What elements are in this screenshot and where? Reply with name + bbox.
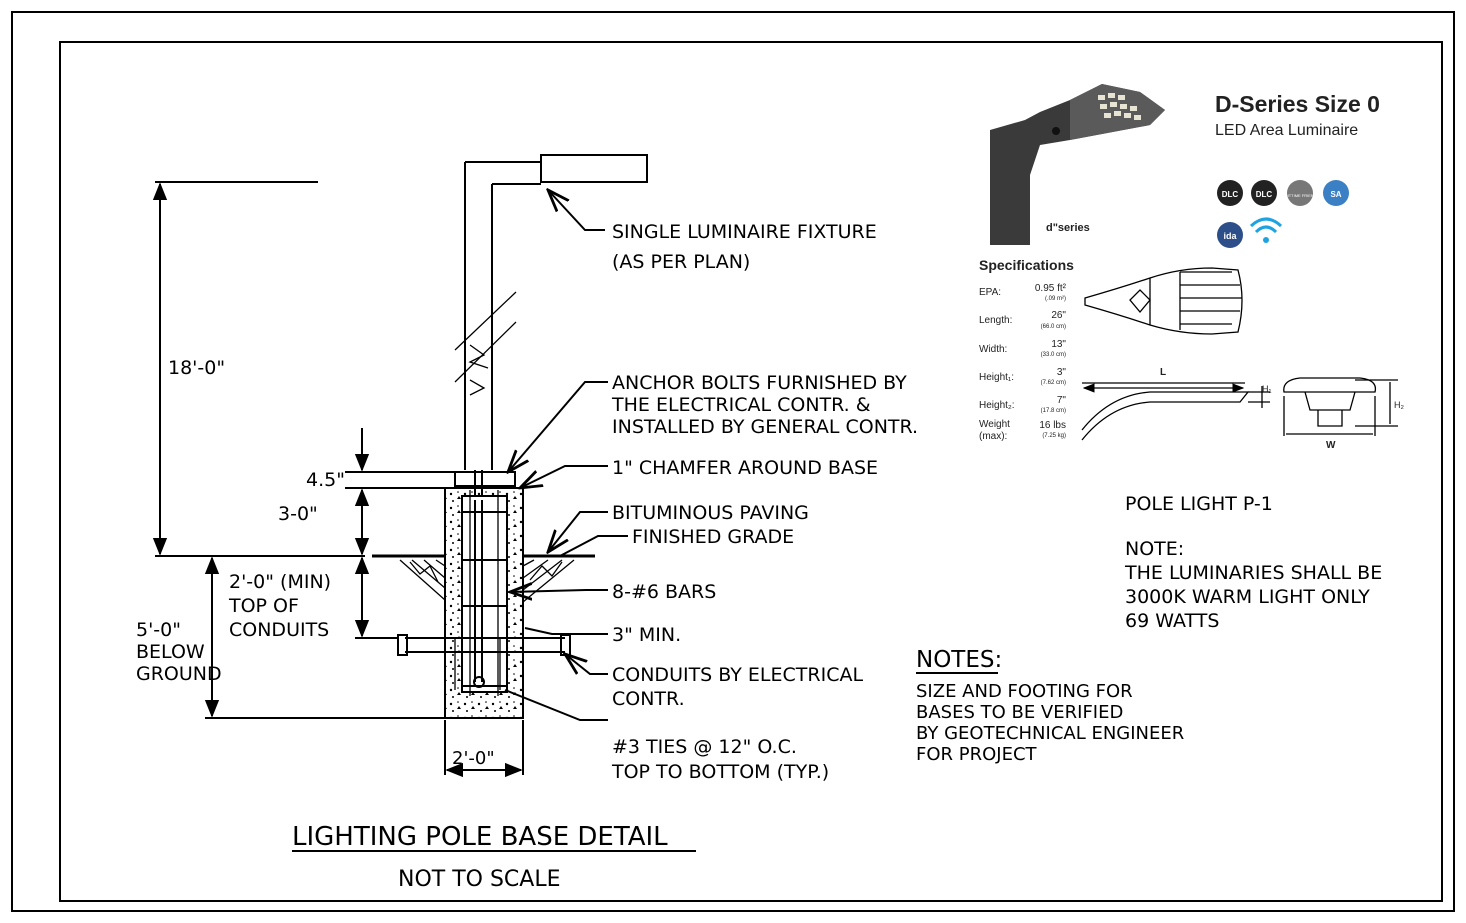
svg-text:DLC: DLC bbox=[1256, 190, 1273, 199]
dim-below-2: BELOW bbox=[136, 641, 205, 663]
luminaire-fixture-head bbox=[540, 154, 648, 183]
pole-light-note: POLE LIGHT P-1 NOTE: THE LUMINARIES SHAL… bbox=[1124, 493, 1382, 632]
dim-conduit-depth-2: TOP OF bbox=[228, 595, 299, 617]
detail-subtitle: NOT TO SCALE bbox=[398, 867, 561, 892]
spec-label: EPA: bbox=[979, 287, 1001, 298]
svg-text:(7.62 cm): (7.62 cm) bbox=[1041, 380, 1066, 386]
dim-conduit-depth-3: CONDUITS bbox=[229, 619, 329, 641]
svg-text:H₂: H₂ bbox=[1394, 400, 1404, 410]
svg-text:(max):: (max): bbox=[979, 431, 1007, 442]
spec-value: 13" bbox=[1051, 339, 1066, 350]
spec-label: Weight bbox=[979, 419, 1010, 430]
label-anchor-3: INSTALLED BY GENERAL CONTR. bbox=[612, 416, 918, 438]
dim-width: 2'-0" bbox=[452, 748, 495, 769]
detail-title: LIGHTING POLE BASE DETAIL bbox=[292, 822, 668, 852]
notes-heading: NOTES: bbox=[916, 647, 1002, 673]
label-fixture-1: SINGLE LUMINAIRE FIXTURE bbox=[612, 221, 877, 243]
spec-label: Height₂: bbox=[979, 400, 1015, 411]
pole-light-note-label: NOTE: bbox=[1125, 538, 1184, 560]
spec-value: 3" bbox=[1057, 367, 1067, 378]
luminaire-top-view bbox=[1084, 267, 1243, 335]
pole-light-note-3: 69 WATTS bbox=[1125, 610, 1219, 632]
ida-badge-icon bbox=[1217, 222, 1243, 248]
svg-text:(33.0 cm): (33.0 cm) bbox=[1041, 352, 1066, 358]
label-anchor-1: ANCHOR BOLTS FURNISHED BY bbox=[612, 372, 907, 394]
svg-text:DLC: DLC bbox=[1222, 190, 1239, 199]
outer-border bbox=[11, 11, 1455, 912]
dim-below-1: 5'-0" bbox=[136, 619, 181, 641]
spec-label: Height₁: bbox=[979, 372, 1014, 383]
svg-text:W: W bbox=[1326, 440, 1336, 451]
luminaire-side-view: L H₁ bbox=[1081, 367, 1272, 441]
dim-above-grade: 3-0" bbox=[278, 503, 318, 525]
label-chamfer: 1" CHAMFER AROUND BASE bbox=[612, 457, 878, 479]
spec-label: Width: bbox=[979, 344, 1007, 355]
label-grade: FINISHED GRADE bbox=[632, 526, 794, 548]
svg-text:(7.25 kg): (7.25 kg) bbox=[1042, 433, 1066, 439]
luminaire-front-view: W H₂ bbox=[1283, 377, 1404, 451]
nighttime-friendly-icon bbox=[1287, 180, 1313, 206]
spec-value: 16 lbs bbox=[1039, 420, 1066, 431]
product-name: D-Series Size 0 bbox=[1215, 91, 1380, 117]
label-anchor-2: THE ELECTRICAL CONTR. & bbox=[611, 394, 871, 416]
product-subtitle: LED Area Luminaire bbox=[1215, 122, 1358, 139]
pole-base-detail: SINGLE LUMINAIRE FIXTURE (AS PER PLAN) A… bbox=[136, 154, 918, 892]
inner-border bbox=[59, 41, 1443, 902]
notes-line-2: BASES TO BE VERIFIED bbox=[916, 702, 1123, 723]
pole-light-title: POLE LIGHT P-1 bbox=[1125, 493, 1273, 515]
label-ties-1: #3 TIES @ 12" O.C. bbox=[612, 736, 797, 758]
specs-table: EPA: 0.95 ft² (.09 m²) Length: 26" (66.0… bbox=[979, 283, 1067, 442]
svg-text:(66.0 cm): (66.0 cm) bbox=[1041, 324, 1066, 330]
base-plate bbox=[454, 471, 516, 487]
notes-line-4: FOR PROJECT bbox=[916, 744, 1038, 765]
svg-text:SA: SA bbox=[1330, 190, 1341, 199]
notes-line-3: BY GEOTECHNICAL ENGINEER bbox=[916, 723, 1184, 744]
brand-mark: d"series bbox=[1046, 222, 1090, 234]
wireless-icon bbox=[1249, 217, 1283, 243]
dim-below-3: GROUND bbox=[136, 663, 222, 685]
pole-light-note-2: 3000K WARM LIGHT ONLY bbox=[1125, 586, 1370, 608]
svg-text:(.09 m²): (.09 m²) bbox=[1045, 296, 1066, 302]
label-min3: 3" MIN. bbox=[612, 624, 681, 646]
svg-text:NIGHTTIME FRIENDLY: NIGHTTIME FRIENDLY bbox=[1279, 193, 1322, 198]
label-paving: BITUMINOUS PAVING bbox=[612, 502, 809, 524]
svg-text:L: L bbox=[1160, 367, 1166, 378]
label-fixture-2: (AS PER PLAN) bbox=[612, 251, 750, 273]
specs-title: Specifications bbox=[979, 257, 1074, 273]
product-spec-sheet: d"series D-Series Size 0 LED Area Lumina… bbox=[979, 84, 1404, 451]
certification-badges: DLC DLC NIGHTTIME FRIENDLY SA ida bbox=[1217, 180, 1349, 248]
dlc-badge-icon bbox=[1251, 180, 1277, 206]
svg-text:(17.8 cm): (17.8 cm) bbox=[1041, 408, 1066, 414]
sa-badge-icon bbox=[1323, 180, 1349, 206]
label-conduits-1: CONDUITS BY ELECTRICAL bbox=[612, 664, 863, 686]
pole-light-note-1: THE LUMINARIES SHALL BE bbox=[1124, 562, 1382, 584]
spec-value: 7" bbox=[1057, 395, 1067, 406]
dim-conduit-depth-1: 2'-0" (MIN) bbox=[229, 571, 331, 593]
notes-line-1: SIZE AND FOOTING FOR bbox=[916, 681, 1133, 702]
dim-height: 18'-0" bbox=[168, 357, 225, 379]
dlc-badge-icon bbox=[1217, 180, 1243, 206]
label-conduits-2: CONTR. bbox=[612, 688, 685, 710]
spec-value: 0.95 ft² bbox=[1035, 283, 1067, 294]
svg-text:H₁: H₁ bbox=[1262, 384, 1272, 394]
spec-value: 26" bbox=[1051, 310, 1066, 321]
svg-text:ida: ida bbox=[1223, 231, 1237, 241]
label-ties-2: TOP TO BOTTOM (TYP.) bbox=[611, 761, 829, 783]
dim-chamfer-height: 4.5" bbox=[306, 469, 345, 491]
general-notes: NOTES: SIZE AND FOOTING FOR BASES TO BE … bbox=[916, 647, 1184, 765]
spec-label: Length: bbox=[979, 315, 1012, 326]
label-bars: 8-#6 BARS bbox=[612, 581, 716, 603]
